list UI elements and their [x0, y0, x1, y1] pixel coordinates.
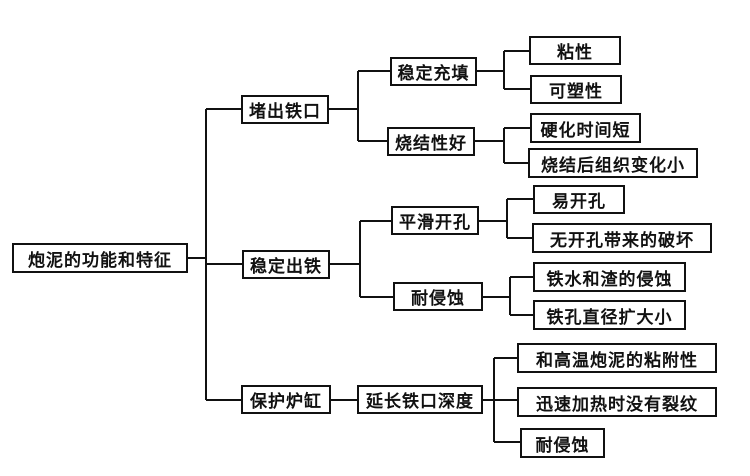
node-erosion-resistance: 耐侵蚀: [393, 282, 483, 311]
root-node: 炮泥的功能和特征: [12, 243, 188, 273]
node-stable-filling: 稳定充填: [390, 57, 477, 86]
leaf-plasticity: 可塑性: [530, 75, 622, 104]
node-good-sintering: 烧结性好: [387, 127, 475, 156]
leaf-no-cracks-rapid-heating: 迅速加热时没有裂纹: [517, 387, 717, 417]
leaf-adhesion-high-temp: 和高温炮泥的粘附性: [517, 343, 717, 373]
leaf-small-hole-enlargement: 铁孔直径扩大小: [533, 300, 686, 330]
leaf-erosion-resistance: 耐侵蚀: [520, 428, 605, 458]
node-protect-hearth: 保护炉缸: [241, 385, 331, 414]
leaf-iron-slag-erosion: 铁水和渣的侵蚀: [533, 262, 686, 292]
node-smooth-opening: 平滑开孔: [391, 206, 479, 235]
node-plug-taphole: 堵出铁口: [241, 95, 329, 124]
leaf-short-hardening: 硬化时间短: [530, 113, 641, 143]
leaf-easy-opening: 易开孔: [533, 185, 625, 214]
node-extend-taphole-depth: 延长铁口深度: [357, 385, 483, 414]
leaf-small-structure-change: 烧结后组织变化小: [528, 148, 698, 178]
node-stable-tapping: 稳定出铁: [242, 250, 330, 279]
leaf-viscosity: 粘性: [529, 36, 621, 65]
leaf-no-opening-damage: 无开孔带来的破坏: [532, 223, 712, 253]
